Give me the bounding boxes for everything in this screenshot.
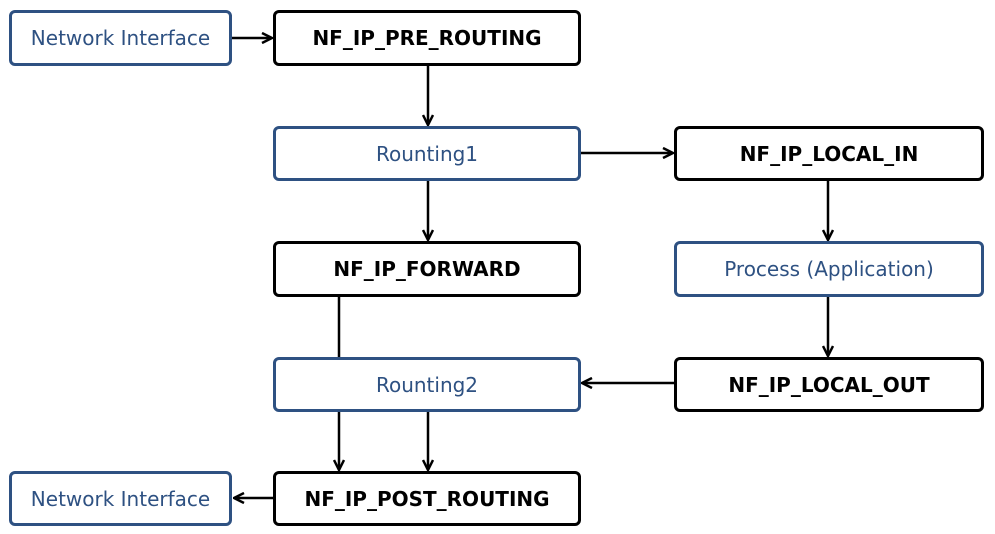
pre-routing-label: NF_IP_PRE_ROUTING (312, 26, 542, 50)
local-in-label: NF_IP_LOCAL_IN (739, 141, 919, 166)
network-interface-in-label: Network Interface (30, 26, 211, 50)
routing2-label: Rounting2 (375, 372, 479, 397)
local-out-label: NF_IP_LOCAL_OUT (728, 372, 930, 397)
process-application-box: Process (Application) (674, 241, 984, 297)
process-application-label: Process (Application) (724, 257, 934, 281)
local-in-hook-box: NF_IP_LOCAL_IN (674, 126, 984, 181)
forward-label: NF_IP_FORWARD (333, 257, 521, 281)
routing1-box: Rounting1 (273, 126, 581, 181)
forward-hook-box: NF_IP_FORWARD (273, 241, 581, 297)
pre-routing-hook-box: NF_IP_PRE_ROUTING (273, 10, 581, 66)
routing1-label: Rounting1 (375, 141, 479, 166)
local-out-hook-box: NF_IP_LOCAL_OUT (674, 357, 984, 412)
network-interface-in-box: Network Interface (9, 10, 232, 66)
post-routing-hook-box: NF_IP_POST_ROUTING (273, 471, 581, 526)
routing2-box: Rounting2 (273, 357, 581, 412)
network-interface-out-box: Network Interface (9, 471, 232, 526)
post-routing-label: NF_IP_POST_ROUTING (304, 486, 550, 511)
network-interface-out-label: Network Interface (30, 486, 211, 511)
